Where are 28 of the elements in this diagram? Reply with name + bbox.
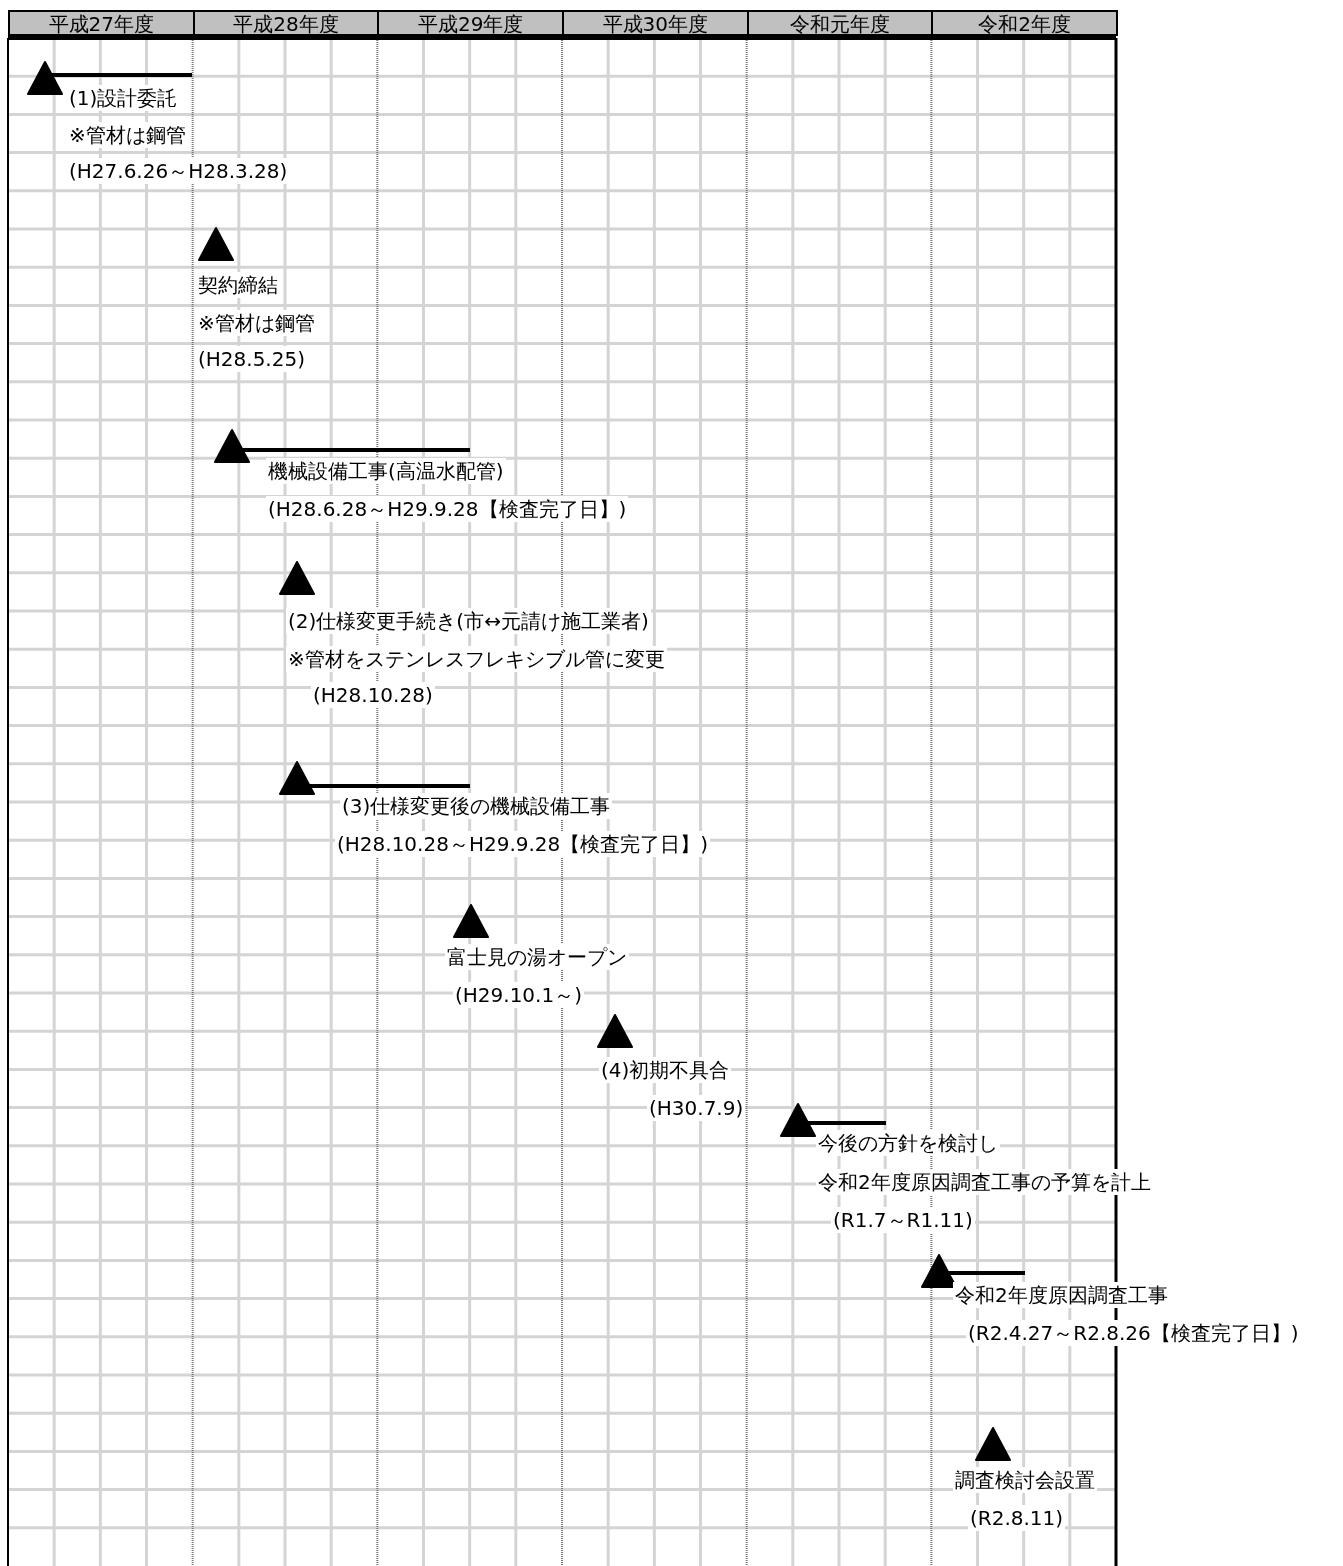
milestone-text: (R1.7～R1.11) [831, 1207, 975, 1233]
milestone-text: (H27.6.26～H28.3.28) [67, 158, 290, 184]
milestone-text: 令和2年度原因調査工事 [953, 1282, 1170, 1308]
milestone-text: (H28.6.28～H29.9.28【検査完了日】) [266, 496, 629, 522]
milestone-text: (4)初期不具合 [599, 1057, 732, 1083]
milestone-text: ※管材は鋼管 [67, 122, 188, 148]
milestone-text: (H28.10.28) [311, 682, 435, 708]
milestone-text: (H30.7.9) [647, 1095, 746, 1121]
milestone-text: ※管材は鋼管 [196, 310, 317, 336]
milestone-text: (H28.5.25) [196, 346, 307, 372]
year-header: 平成28年度 [192, 10, 380, 36]
milestone-text: 今後の方針を検討し [816, 1130, 1000, 1156]
milestone-text: (H29.10.1～) [453, 982, 584, 1008]
milestone-text: ※管材をステンレスフレキシブル管に変更 [286, 646, 667, 672]
year-header: 平成29年度 [377, 10, 564, 36]
milestone-text: (H28.10.28～H29.9.28【検査完了日】) [335, 831, 711, 857]
milestone-text: (2)仕様変更手続き(市↔元請け施工業者) [286, 608, 651, 634]
milestone-text: 令和2年度原因調査工事の予算を計上 [816, 1169, 1153, 1195]
milestone-text: (3)仕様変更後の機械設備工事 [340, 793, 613, 819]
milestone-text: 契約締結 [196, 272, 280, 298]
milestone-text: 富士見の湯オープン [445, 944, 629, 970]
year-header: 令和2年度 [931, 10, 1118, 36]
milestone-text: (R2.8.11) [968, 1505, 1066, 1531]
year-header: 平成30年度 [562, 10, 749, 36]
milestone-text: 調査検討会設置 [953, 1467, 1097, 1493]
year-header: 平成27年度 [8, 10, 195, 36]
milestone-text: 機械設備工事(高温水配管) [266, 458, 506, 484]
year-header: 令和元年度 [746, 10, 934, 36]
